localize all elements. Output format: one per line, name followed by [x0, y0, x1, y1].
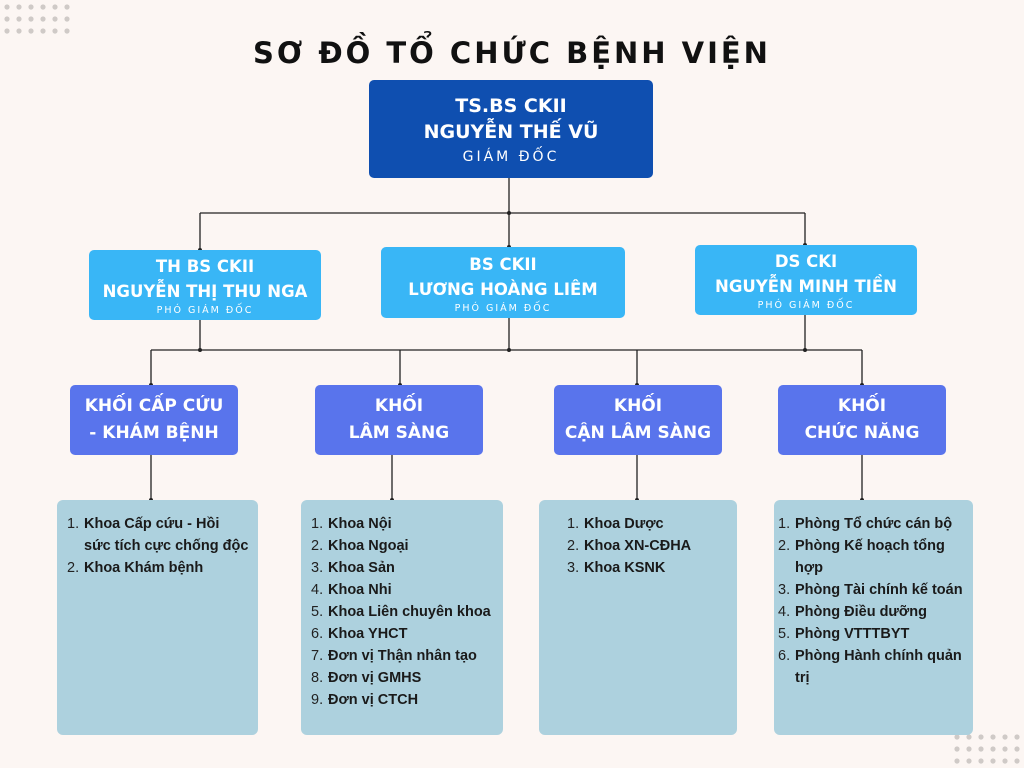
block-label-line2: CHỨC NĂNG — [804, 423, 920, 443]
deputy-degree: BS CKII — [469, 254, 537, 274]
block-paraclinical: KHỐI CẬN LÂM SÀNG — [554, 385, 722, 455]
dot-pattern-bottom-right — [952, 732, 1022, 766]
block-label-line1: KHỐI — [613, 396, 663, 416]
list-item: 6.Phòng Hành chính quản trị — [778, 648, 962, 686]
list-item: 6.Khoa YHCT — [311, 626, 408, 642]
list-item: 2.Khoa Ngoại — [311, 538, 409, 554]
department-list-paraclinical: 1.Khoa Dược 2.Khoa XN-CĐHA 3.Khoa KSNK — [539, 500, 737, 735]
block-label-line2: - KHÁM BỆNH — [89, 423, 219, 443]
block-label-line2: LÂM SÀNG — [348, 423, 450, 443]
block-label-line1: KHỐI — [374, 396, 424, 416]
list-item: 3.Khoa Sản — [311, 560, 395, 576]
department-list-clinical: 1.Khoa Nội 2.Khoa Ngoại 3.Khoa Sản 4.Kho… — [301, 500, 503, 735]
department-list-functional: 1.Phòng Tổ chức cán bộ 2.Phòng Kế hoạch … — [774, 500, 973, 735]
deputy-degree: DS CKI — [774, 252, 838, 271]
list-item: 1.Phòng Tổ chức cán bộ — [778, 516, 953, 532]
director-name: NGUYỄN THẾ VŨ — [423, 121, 599, 143]
block-clinical: KHỐI LÂM SÀNG — [315, 385, 483, 455]
list-item: 4.Phòng Điều dưỡng — [778, 604, 927, 620]
list-item: 3.Phòng Tài chính kế toán — [778, 582, 963, 598]
deputy-name: NGUYỄN MINH TIỀN — [715, 277, 897, 296]
list-item: 8.Đơn vị GMHS — [311, 670, 422, 686]
deputy-role: PHÓ GIÁM ĐỐC — [757, 300, 855, 311]
block-label-line2: CẬN LÂM SÀNG — [564, 423, 712, 443]
deputy-box-2: BS CKII LƯƠNG HOÀNG LIÊM PHÓ GIÁM ĐỐC — [381, 247, 625, 318]
block-functional: KHỐI CHỨC NĂNG — [778, 385, 946, 455]
list-item: 1.Khoa Nội — [311, 516, 392, 532]
list-item: 4.Khoa Nhi — [311, 582, 392, 598]
director-box: TS.BS CKII NGUYỄN THẾ VŨ GIÁM ĐỐC — [369, 80, 653, 178]
list-item: 9.Đơn vị CTCH — [311, 692, 419, 708]
deputy-name: LƯƠNG HOÀNG LIÊM — [408, 279, 598, 299]
deputy-role: PHÓ GIÁM ĐỐC — [156, 305, 254, 316]
dot-pattern-top-left — [2, 2, 72, 36]
deputy-name: NGUYỄN THỊ THU NGA — [102, 282, 308, 301]
list-item: 1.Khoa Dược — [567, 516, 664, 532]
deputy-box-1: TH BS CKII NGUYỄN THỊ THU NGA PHÓ GIÁM Đ… — [89, 250, 321, 320]
director-role: GIÁM ĐỐC — [462, 149, 560, 165]
block-emergency: KHỐI CẤP CỨU - KHÁM BỆNH — [70, 385, 238, 455]
deputy-degree: TH BS CKII — [155, 257, 255, 276]
list-item: 2.Khoa XN-CĐHA — [567, 538, 692, 554]
list-item: 5.Phòng VTTTBYT — [778, 626, 910, 642]
block-label-line1: KHỐI CẤP CỨU — [84, 396, 224, 416]
list-item: 3.Khoa KSNK — [567, 560, 666, 576]
list-item: 5.Khoa Liên chuyên khoa — [311, 604, 491, 620]
director-degree: TS.BS CKII — [455, 95, 567, 117]
page-title: SƠ ĐỒ TỔ CHỨC BỆNH VIỆN — [253, 36, 771, 70]
department-list-emergency: 1.Khoa Cấp cứu - Hồi sức tích cực chống … — [57, 500, 258, 735]
deputy-box-3: DS CKI NGUYỄN MINH TIỀN PHÓ GIÁM ĐỐC — [695, 245, 917, 315]
list-item: 1.Khoa Cấp cứu - Hồi sức tích cực chống … — [67, 516, 249, 554]
list-item: 2.Phòng Kế hoạch tổng hợp — [778, 538, 945, 576]
list-item: 2.Khoa Khám bệnh — [67, 560, 204, 576]
list-item: 7.Đơn vị Thận nhân tạo — [311, 648, 477, 664]
block-label-line1: KHỐI — [837, 396, 887, 416]
deputy-role: PHÓ GIÁM ĐỐC — [454, 302, 552, 314]
